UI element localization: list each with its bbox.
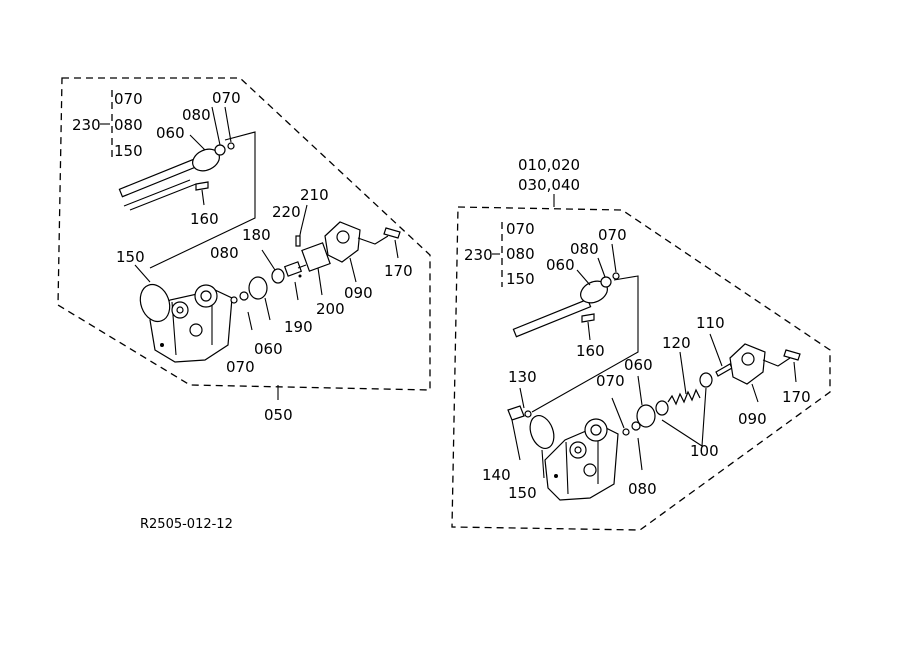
label-160: 160 — [190, 210, 219, 228]
label-080: 080 — [210, 244, 239, 262]
part-180 — [271, 268, 285, 284]
ring-100b — [699, 372, 713, 388]
callout-050: 050 — [264, 406, 293, 424]
assembly-010-040: 230 070 080 150 — [451, 156, 831, 531]
oring-150-left — [139, 283, 171, 323]
plug-140 — [507, 405, 525, 421]
label-080: 080 — [628, 480, 657, 498]
label-070: 070 — [212, 89, 241, 107]
label-070: 070 — [596, 372, 625, 390]
part-190 — [283, 261, 303, 277]
spring-120 — [667, 388, 701, 406]
label-230: 230 — [464, 246, 493, 264]
label-110: 110 — [696, 314, 725, 332]
assembly-010-040-boundary — [451, 206, 831, 531]
label-160: 160 — [576, 342, 605, 360]
cap-060-low — [248, 276, 268, 300]
label-060: 060 — [254, 340, 283, 358]
label-170: 170 — [384, 262, 413, 280]
ring-130 — [524, 410, 532, 418]
ring-100a — [655, 400, 669, 416]
pin-160 — [195, 181, 209, 191]
label-140: 140 — [482, 466, 511, 484]
label-060: 060 — [546, 256, 575, 274]
pin-160-right — [581, 313, 595, 323]
label-070: 070 — [114, 90, 143, 108]
label-090: 090 — [344, 284, 373, 302]
label-150: 150 — [116, 248, 145, 266]
label-080: 080 — [182, 106, 211, 124]
ring-080-low — [631, 421, 641, 431]
label-080: 080 — [570, 240, 599, 258]
bolt-170 — [383, 227, 401, 239]
cap-060-mid — [636, 404, 656, 428]
label-060: 060 — [156, 124, 185, 142]
callout-030-040: 030,040 — [518, 176, 580, 194]
valve-body-left — [149, 284, 233, 363]
label-130: 130 — [508, 368, 537, 386]
ring-070-top — [227, 142, 235, 150]
spool-shaft-right — [512, 298, 592, 338]
label-200: 200 — [316, 300, 345, 318]
label-150: 150 — [508, 484, 537, 502]
label-080: 080 — [114, 116, 143, 134]
label-190: 190 — [284, 318, 313, 336]
oring-150-right — [529, 414, 555, 450]
label-150: 150 — [114, 142, 143, 160]
callout-010-020: 010,020 — [518, 156, 580, 174]
ring-070-mid — [622, 428, 630, 436]
spool-shaft — [118, 158, 198, 198]
label-100: 100 — [690, 442, 719, 460]
label-150: 150 — [506, 270, 535, 288]
bolt-170-right — [783, 349, 801, 361]
pin-210 — [295, 235, 301, 247]
label-060: 060 — [624, 356, 653, 374]
label-230: 230 — [72, 116, 101, 134]
label-170: 170 — [782, 388, 811, 406]
label-090: 090 — [738, 410, 767, 428]
valve-body-right — [544, 418, 619, 501]
ring-070-low — [230, 296, 238, 304]
ring-080-right — [600, 276, 612, 288]
label-080: 080 — [506, 245, 535, 263]
pin-110 — [715, 363, 733, 377]
ring-070-right — [612, 272, 620, 280]
label-120: 120 — [662, 334, 691, 352]
ring-080-mid — [239, 291, 249, 301]
part-200 — [301, 242, 331, 272]
label-210: 210 — [300, 186, 329, 204]
label-070: 070 — [506, 220, 535, 238]
ring-080-top — [214, 144, 226, 156]
label-070: 070 — [226, 358, 255, 376]
assembly-050: 230 070 080 150 — [57, 77, 431, 424]
label-220: 220 — [272, 203, 301, 221]
label-070: 070 — [598, 226, 627, 244]
drawing-code: R2505-012-12 — [140, 517, 233, 532]
label-180: 180 — [242, 226, 271, 244]
